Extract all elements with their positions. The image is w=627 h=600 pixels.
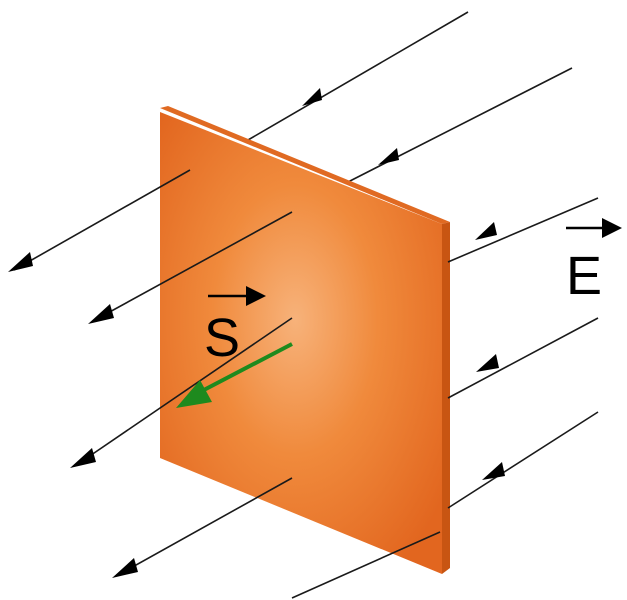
plate-top-edge xyxy=(160,106,450,224)
arrowhead-icon xyxy=(70,448,96,468)
plate-side-edge xyxy=(442,222,450,574)
field-line-6 xyxy=(291,531,441,599)
field-lines-back xyxy=(247,11,573,183)
arrowhead-icon xyxy=(476,354,499,372)
plate-face xyxy=(160,112,442,574)
area-vector-head xyxy=(176,380,212,408)
arrowhead-icon xyxy=(482,462,505,480)
e-label: E xyxy=(566,246,602,306)
arrowhead-icon xyxy=(112,558,138,578)
arrowhead-icon xyxy=(475,222,497,240)
field-line-2-back xyxy=(347,67,573,183)
field-vector-label: E xyxy=(566,218,622,306)
arrowhead-icon xyxy=(302,88,322,106)
arrowhead-icon xyxy=(378,148,399,165)
conducting-plate xyxy=(160,106,450,574)
area-vector xyxy=(176,342,293,408)
field-line-2 xyxy=(94,211,293,321)
field-line-1-back xyxy=(247,11,469,141)
area-vector-shaft xyxy=(199,342,293,394)
right-arrow-icon xyxy=(246,286,266,306)
arrowhead-icon xyxy=(8,252,33,272)
field-line-3 xyxy=(447,197,599,263)
field-line-5-front xyxy=(119,477,293,575)
field-line-4 xyxy=(447,317,599,399)
field-line-3-front xyxy=(77,317,293,465)
field-lines-front xyxy=(8,169,599,599)
field-line-5 xyxy=(447,411,599,509)
right-arrow-icon xyxy=(602,218,622,238)
field-line-1 xyxy=(13,169,191,271)
arrowhead-icon xyxy=(88,304,114,324)
surface-vector-label: S xyxy=(204,286,266,368)
s-label: S xyxy=(204,308,240,368)
